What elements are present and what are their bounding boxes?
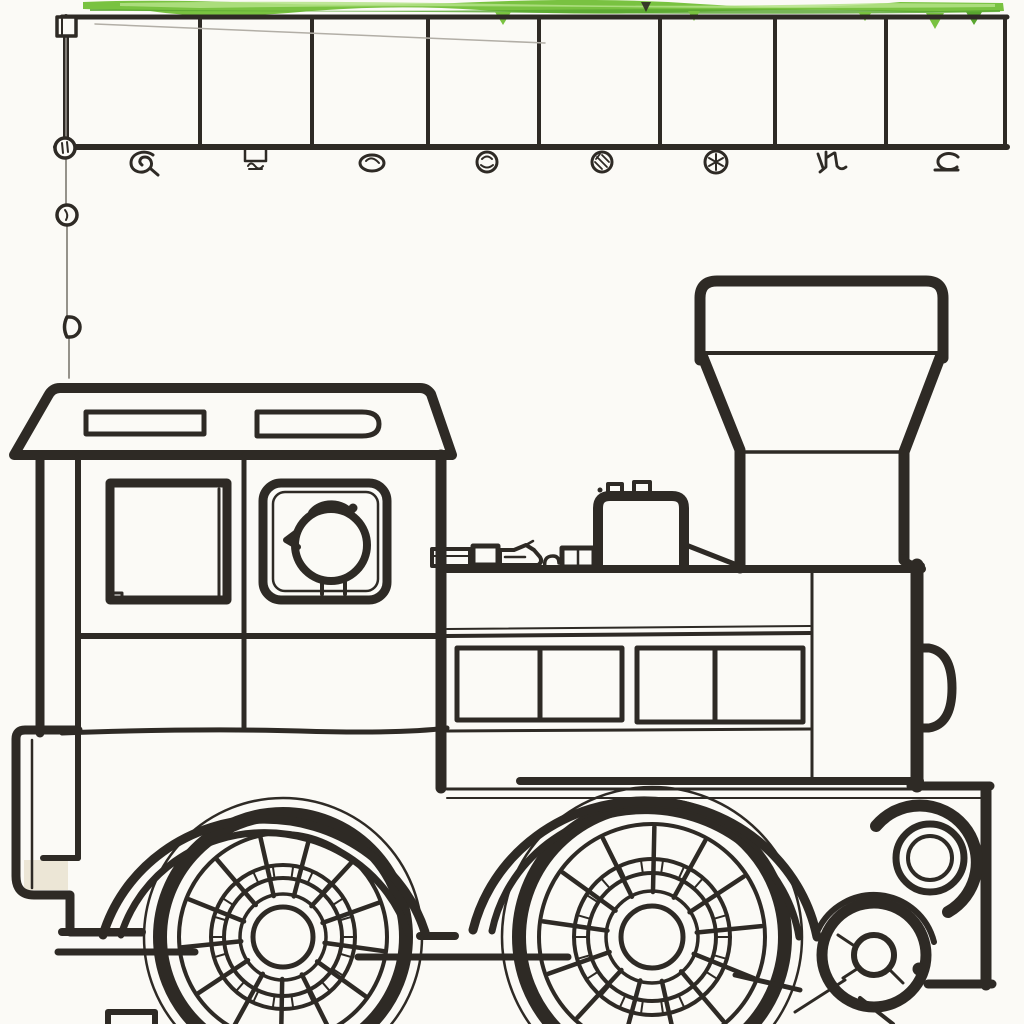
- doodle-glyph-circle: [475, 150, 499, 174]
- doodle-glyph-row: [129, 145, 960, 177]
- cab-window-left: [105, 478, 232, 605]
- pilot-brace-line: [793, 978, 847, 1014]
- chick-eye: [348, 503, 358, 513]
- porthole-chick: [283, 500, 371, 596]
- funnel-left-taper: [696, 349, 746, 574]
- band-top-thin-line: [446, 625, 811, 630]
- margin-marker-circle: [55, 203, 79, 227]
- safety-valve: [498, 543, 544, 567]
- safety-valve-detail: [503, 539, 535, 559]
- margin-marker-half-circle: [62, 315, 82, 339]
- rear-bumper: [11, 725, 158, 1024]
- dome-cap-detail: [606, 482, 624, 498]
- wheel-fenders: [98, 796, 822, 942]
- doodle-glyph-strokes: [816, 150, 848, 174]
- locomotive: [9, 275, 997, 1024]
- roof: [9, 383, 457, 460]
- wheel-rim: [537, 822, 767, 1024]
- pilot-wheel: [793, 891, 937, 1024]
- stack-foot: [900, 554, 925, 570]
- doodle-glyph-hook: [933, 152, 960, 172]
- front-cowl: [870, 799, 983, 918]
- pilot-wheel-hub: [851, 932, 897, 978]
- roof-vent-right: [254, 409, 382, 439]
- bumper-outline: [11, 725, 83, 933]
- pilot-bolt: [912, 962, 926, 976]
- headlight-inner-ring: [906, 834, 954, 882]
- reference-strip: [53, 0, 1010, 379]
- smokebox-door-handle: [916, 643, 957, 733]
- pilot-wheel-tire: [816, 897, 932, 1013]
- hub-ticks: [210, 864, 356, 1010]
- left-margin-guide-line: [65, 35, 70, 379]
- funnel-top: [694, 275, 949, 366]
- dome-cap-dot: [597, 487, 603, 493]
- axle-hole: [250, 904, 316, 970]
- side-panel-window: [537, 645, 625, 723]
- steam-dome: [593, 480, 745, 572]
- hub-ring: [604, 889, 700, 985]
- band-bottom-line: [445, 727, 812, 733]
- step-box: [105, 1009, 158, 1024]
- cab-lower-line: [59, 725, 450, 736]
- margin-marker-circle: [53, 136, 77, 160]
- wheel-outer-line: [142, 796, 424, 1024]
- hub-ticks: [573, 858, 731, 1016]
- coupling-rods: [54, 948, 803, 993]
- doodle-glyph-oval: [358, 153, 386, 173]
- margin-marker-rect: [55, 15, 78, 38]
- front-rod: [732, 972, 803, 993]
- dome-strut: [683, 542, 745, 570]
- smokestack: [694, 275, 949, 574]
- rear-fender-outer: [98, 814, 430, 940]
- chick-beak: [283, 528, 301, 550]
- bumper-shading: [24, 860, 68, 890]
- band-top-line: [445, 631, 812, 638]
- fitting-whistle-box: [559, 545, 597, 570]
- wheel-tire: [153, 807, 413, 1024]
- rear-fender-inner: [117, 829, 412, 939]
- cab-window-right-inner: [271, 490, 380, 593]
- side-panel-window: [712, 645, 806, 725]
- doodle-glyph-box: [243, 145, 268, 170]
- headlight-outer-ring: [892, 820, 968, 896]
- boiler-fittings: [430, 539, 597, 570]
- chick-feet-lines: [320, 579, 347, 596]
- fitting-hook: [542, 554, 561, 570]
- dome-cap-detail: [632, 480, 652, 498]
- front-fender-outer: [468, 796, 822, 942]
- pilot-tail-line: [858, 996, 895, 1024]
- smokebox-front: [906, 558, 997, 991]
- doodle-glyph-shaded-circle: [590, 150, 614, 174]
- chick-head: [308, 500, 355, 518]
- doodle-glyph-spiral: [129, 150, 160, 177]
- window-corner-mark: [112, 591, 124, 601]
- doodle-glyph-flower: [703, 149, 729, 175]
- cab: [9, 383, 457, 861]
- front-fender-inner: [488, 807, 803, 941]
- pilot-fender-arc: [815, 891, 937, 945]
- cab-window-right: [258, 478, 392, 605]
- fitting-flat-box: [430, 547, 472, 568]
- rear-driving-wheel: [142, 796, 424, 1024]
- hub-ring: [238, 892, 328, 982]
- pencil-sketch-line: [94, 23, 546, 44]
- roof-vent-left: [83, 409, 207, 437]
- pilot-wheel-spokes: [836, 933, 905, 985]
- axle-hole: [618, 903, 686, 971]
- cowl-band: [870, 799, 983, 918]
